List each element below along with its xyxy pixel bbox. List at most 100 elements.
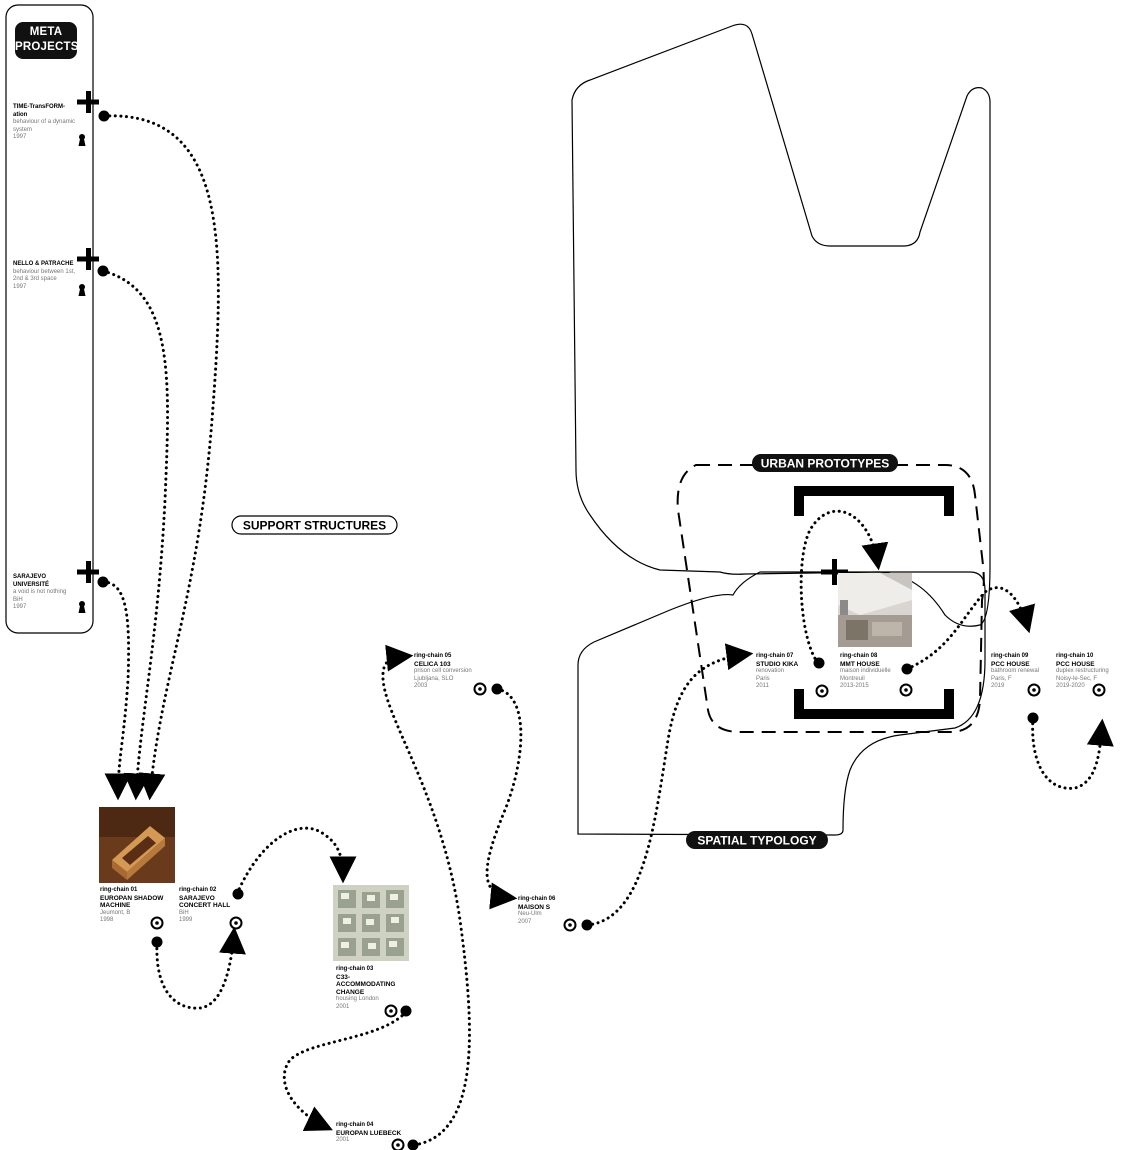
ring-chain-10[interactable]: ring-chain 10 PCC HOUSE duplex restructu… xyxy=(1056,653,1120,691)
ring-chain-detail: 1998 xyxy=(100,917,114,923)
ring-chain-detail: Ljubljana, SLO xyxy=(414,675,454,682)
dot-icon xyxy=(491,683,503,695)
target-icon xyxy=(1027,683,1041,697)
ring-chain-detail: 2007 xyxy=(518,918,532,925)
ring-chain-04[interactable]: ring-chain 04 EUROPAN LUEBECK 2001 xyxy=(336,1122,416,1145)
ring-chain-detail: BiH xyxy=(179,909,189,916)
target-icon xyxy=(563,918,577,932)
ring-chain-detail: maison individuelle xyxy=(840,668,891,674)
ring-chain-number: ring-chain 01 xyxy=(100,887,138,893)
dot-icon xyxy=(232,888,244,900)
ring-chain-06[interactable]: ring-chain 06 MAISON S Neu-Ulm 2007 xyxy=(518,896,568,926)
ring-chain-title: EUROPAN LUEBECK xyxy=(336,1129,402,1137)
meta-project-year: 1997 xyxy=(13,134,27,140)
ring-chain-title: MAISON S xyxy=(518,903,551,911)
meta-project-desc: behaviour between 1st, xyxy=(13,268,76,275)
meta-project-sarajevo-universite[interactable]: SARAJEVO UNIVERSITÉ a void is not nothin… xyxy=(13,574,81,612)
ring-chain-title: SARAJEVO xyxy=(179,894,215,902)
meta-project-title: SARAJEVO xyxy=(13,574,47,580)
spatial-typology-label: SPATIAL TYPOLOGY xyxy=(686,831,828,849)
meta-project-title: TIME-TransFORM- xyxy=(13,104,65,110)
meta-project-desc: system xyxy=(13,126,33,133)
ring-chain-09[interactable]: ring-chain 09 PCC HOUSE bathroom renewal… xyxy=(991,653,1051,691)
meta-project-time-transformation[interactable]: TIME-TransFORM- ation behaviour of a dyn… xyxy=(13,104,81,142)
bracket-frame xyxy=(794,486,954,719)
ring-chain-detail: 1999 xyxy=(179,917,193,923)
ring-chain-title: STUDIO KIKA xyxy=(756,660,799,668)
dot-icon xyxy=(1027,712,1039,724)
ring-chain-03[interactable]: ring-chain 03 C33- ACCOMMODATING CHANGE … xyxy=(336,966,406,1011)
meta-project-nello-patrache[interactable]: NELLO & PATRACHE behaviour between 1st, … xyxy=(13,261,85,291)
target-icon xyxy=(473,682,487,696)
connector-rc09-rc10 xyxy=(1031,716,1114,790)
dot-icon xyxy=(901,663,913,675)
urban-prototypes-label: URBAN PROTOTYPES xyxy=(752,454,898,472)
ring-chain-01[interactable]: ring-chain 01 EUROPAN SHADOW MACHINE Jeu… xyxy=(100,887,175,925)
site-outline xyxy=(571,23,991,627)
keyhole-icon xyxy=(78,601,86,613)
dot-icon xyxy=(98,110,110,122)
meta-header-line1: META xyxy=(29,26,63,38)
target-icon xyxy=(1092,683,1106,697)
connector-meta1-rc01 xyxy=(102,114,220,801)
connector-rc05-rc06 xyxy=(485,687,523,910)
connector-rc06-rc07 xyxy=(585,643,754,927)
ring-chain-title: MACHINE xyxy=(100,902,131,909)
support-structures-text: SUPPORT STRUCTURES xyxy=(243,519,386,533)
target-icon xyxy=(229,916,243,930)
ring-chain-07[interactable]: ring-chain 07 STUDIO KIKA renovation Par… xyxy=(756,653,816,691)
ring-chain-title: ACCOMMODATING xyxy=(336,981,396,988)
ring-chain-detail: Neu-Ulm xyxy=(518,911,542,917)
rc01-thumbnail[interactable] xyxy=(99,807,175,883)
ring-chain-detail: Paris, F xyxy=(991,675,1012,682)
spatial-typology-outline xyxy=(577,571,986,836)
rc03-thumbnail[interactable] xyxy=(333,885,409,961)
meta-header-line2: PROJECTS xyxy=(15,41,79,53)
ring-chain-title: C33- xyxy=(336,973,351,981)
connector-rc03-rc04 xyxy=(282,1010,408,1131)
ring-chain-number: ring-chain 05 xyxy=(414,653,452,659)
meta-projects-header[interactable]: META PROJECTS xyxy=(15,22,79,59)
support-structures-label: SUPPORT STRUCTURES xyxy=(231,515,398,535)
ring-chain-detail: bathroom renewal xyxy=(991,668,1040,674)
ring-chain-detail: Noisy-le-Sec, F xyxy=(1056,675,1098,682)
ring-chain-title: PCC HOUSE xyxy=(991,660,1030,668)
plus-icon xyxy=(77,248,99,270)
rc08-thumbnail[interactable] xyxy=(838,573,912,647)
connector-meta2-rc01 xyxy=(101,269,170,801)
ring-chain-detail: 2019 xyxy=(991,683,1005,689)
ring-chain-title: PCC HOUSE xyxy=(1056,660,1095,668)
target-icon xyxy=(384,1004,398,1018)
ring-chain-title: CELICA 103 xyxy=(414,660,451,668)
meta-project-title: NELLO & PATRACHE xyxy=(13,261,74,267)
keyhole-icon xyxy=(78,284,86,296)
ring-chain-05[interactable]: ring-chain 05 CELICA 103 prison cell con… xyxy=(414,653,484,691)
ring-chain-number: ring-chain 10 xyxy=(1056,653,1094,659)
ring-chain-detail: 2011 xyxy=(756,683,769,689)
connector-meta3-rc01 xyxy=(101,580,132,801)
ring-chain-number: ring-chain 03 xyxy=(336,966,374,972)
plus-icon xyxy=(77,561,99,583)
ring-chain-08[interactable]: ring-chain 08 MMT HOUSE maison individue… xyxy=(840,653,904,691)
ring-chain-detail: 2001 xyxy=(336,1003,350,1010)
meta-project-year: 1997 xyxy=(13,604,27,610)
meta-project-desc: 2nd & 3rd space xyxy=(13,276,57,282)
connector-rc04-rc05 xyxy=(381,644,471,1147)
urban-prototypes-outline xyxy=(676,464,985,733)
dot-icon xyxy=(97,576,109,588)
meta-project-title: UNIVERSITÉ xyxy=(13,581,50,588)
ring-chain-detail: 2019-2020 xyxy=(1056,683,1085,689)
ring-chain-title: CHANGE xyxy=(336,988,365,996)
ring-chain-detail: prison cell conversion xyxy=(414,668,472,674)
ring-chain-number: ring-chain 09 xyxy=(991,653,1029,659)
meta-project-desc: a void is not nothing xyxy=(13,589,67,595)
ring-chain-detail: Jeumont, B xyxy=(100,909,131,916)
ring-chain-02[interactable]: ring-chain 02 SARAJEVO CONCERT HALL BiH … xyxy=(179,887,239,925)
connectors xyxy=(101,114,1114,1147)
ring-chain-number: ring-chain 06 xyxy=(518,896,556,902)
meta-project-year: 1997 xyxy=(13,283,27,290)
connector-rc02-rc03 xyxy=(235,826,357,896)
ring-chain-detail: renovation xyxy=(756,668,785,674)
spatial-typology-text: SPATIAL TYPOLOGY xyxy=(697,834,816,848)
